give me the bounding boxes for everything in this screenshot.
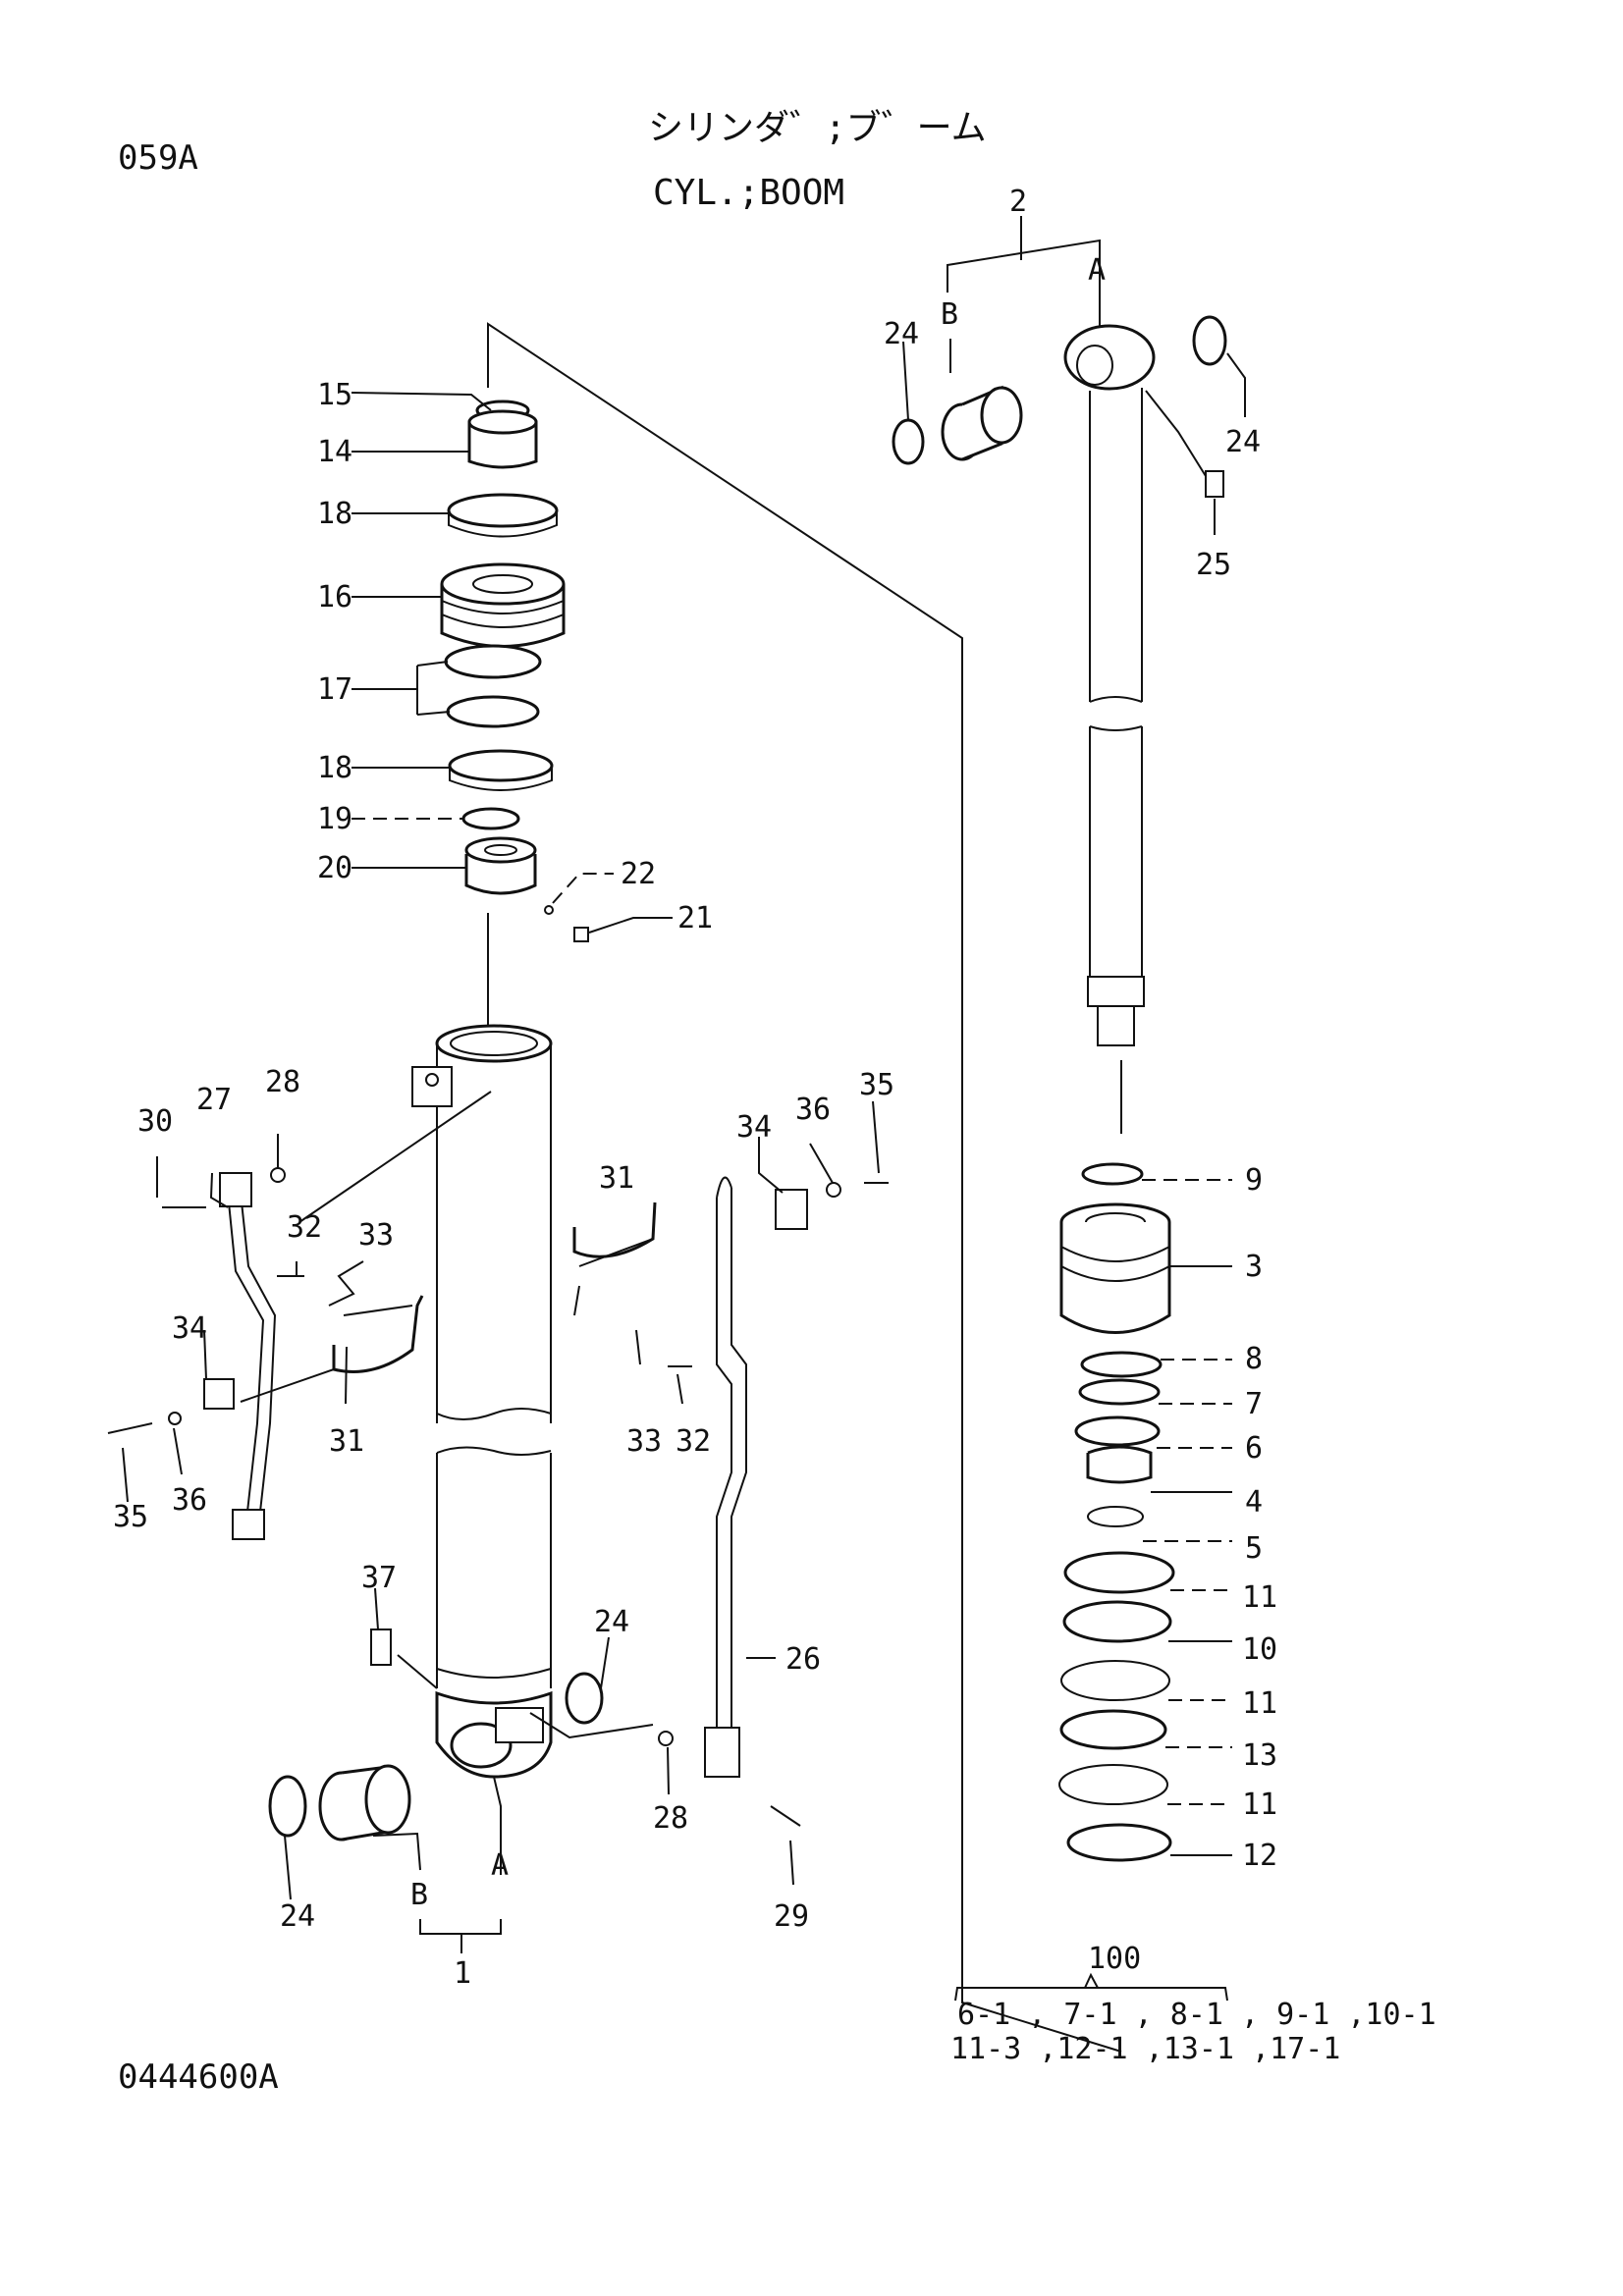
callout-34-left: 34 (172, 1311, 207, 1346)
callout-14: 14 (317, 435, 352, 469)
callout-3: 3 (1245, 1250, 1263, 1284)
callout-34-right: 34 (736, 1110, 772, 1145)
callout-35-left: 35 (113, 1500, 148, 1534)
title-english: CYL.;BOOM (653, 173, 844, 213)
callout-24-bottom: 24 (280, 1899, 315, 1934)
callout-33-right: 33 (626, 1424, 662, 1459)
seal-stack (1058, 1351, 1175, 1862)
part-24-ring-bottom-right (565, 1672, 604, 1725)
callout-24-top-left: 24 (884, 317, 919, 351)
right-pipe-26 (704, 1176, 747, 1778)
title-japanese: シリンダ゛;ブ゛ーム (648, 108, 987, 148)
part-19-ring (461, 807, 520, 830)
callout-24-top-right: 24 (1225, 425, 1261, 459)
callout-1: 1 (454, 1956, 471, 1991)
part-9-ring (1081, 1162, 1144, 1186)
callout-a-bottom: A (491, 1848, 509, 1883)
callout-29: 29 (774, 1899, 809, 1934)
part-18-ring (447, 493, 559, 538)
part-25-grease-fitting (1205, 470, 1224, 498)
kit-contents-line1: 6-1 , 7-1 , 8-1 , 9-1 ,10-1 (957, 1998, 1436, 2032)
page-code: 059A (118, 138, 198, 178)
part-24-ring-top-right (1192, 315, 1227, 366)
part-24-ring-top-left (892, 418, 925, 465)
right-clamp-31 (572, 1201, 657, 1316)
part-21-22-setscrew (544, 905, 589, 942)
callout-19: 19 (317, 802, 352, 836)
left-pipe (219, 1172, 277, 1540)
callout-28-upper: 28 (265, 1065, 300, 1099)
part-37-grease-fitting (370, 1629, 392, 1666)
callout-6: 6 (1245, 1431, 1263, 1466)
part-16-piston (440, 562, 566, 648)
callout-24-mid: 24 (594, 1605, 629, 1639)
part-15-14-nut (467, 400, 538, 469)
callout-b-bottom: B (410, 1878, 428, 1912)
callout-35-right: 35 (859, 1068, 894, 1102)
callout-37: 37 (361, 1561, 397, 1595)
rod-assembly (1063, 324, 1156, 1046)
drawing-number: 0444600A (118, 2057, 279, 2097)
callout-4: 4 (1245, 1485, 1263, 1520)
callout-b-top: B (941, 297, 958, 332)
callout-12: 12 (1242, 1839, 1277, 1873)
kit-number: 100 (1088, 1942, 1141, 1976)
callout-20: 20 (317, 851, 352, 885)
part-34-block-left (203, 1378, 235, 1410)
part-20-nut (464, 836, 537, 895)
callout-8: 8 (1245, 1342, 1263, 1376)
left-clamp-31 (332, 1295, 424, 1373)
callout-25: 25 (1196, 548, 1231, 582)
cylinder-tube (411, 1024, 553, 1779)
callout-10: 10 (1242, 1632, 1277, 1667)
callout-18: 18 (317, 497, 352, 531)
bolts (107, 1167, 889, 1827)
callout-36-left: 36 (172, 1483, 207, 1518)
part-3-rod-cover (1059, 1202, 1171, 1334)
callout-17: 17 (317, 672, 352, 707)
part-b-bushing-bottom (318, 1764, 411, 1842)
part-17-seal-pair (444, 644, 542, 728)
callout-28-lower: 28 (653, 1801, 688, 1836)
assembly-reference-line (487, 322, 1122, 2053)
callout-30: 30 (137, 1104, 173, 1139)
callout-a-top: A (1088, 253, 1106, 288)
leader-lines (122, 216, 1246, 2002)
callout-5: 5 (1245, 1531, 1263, 1566)
part-18-ring-lower (448, 749, 554, 791)
callout-32-left: 32 (287, 1210, 322, 1245)
callout-18-lower: 18 (317, 751, 352, 785)
callout-21: 21 (677, 901, 713, 935)
callout-32-right: 32 (676, 1424, 711, 1459)
callout-36-right: 36 (795, 1093, 831, 1127)
part-24-ring-bottom-left (268, 1775, 307, 1838)
callout-2: 2 (1009, 185, 1027, 219)
callout-11-b: 11 (1242, 1686, 1277, 1721)
callout-11-c: 11 (1242, 1788, 1277, 1822)
callout-31-right: 31 (599, 1161, 634, 1196)
callout-22: 22 (621, 857, 656, 891)
callout-26: 26 (785, 1642, 821, 1677)
callout-16: 16 (317, 580, 352, 614)
callout-15: 15 (317, 378, 352, 412)
callout-27: 27 (196, 1083, 232, 1117)
part-b-bushing-top (941, 385, 1023, 461)
callout-31-left: 31 (329, 1424, 364, 1459)
kit-contents-line2: 11-3 ,12-1 ,13-1 ,17-1 (950, 2032, 1340, 2066)
callout-13: 13 (1242, 1738, 1277, 1773)
callout-9: 9 (1245, 1163, 1263, 1198)
callout-11-a: 11 (1242, 1580, 1277, 1615)
callout-7: 7 (1245, 1387, 1263, 1421)
part-34-block-right (775, 1189, 808, 1230)
callout-33-left: 33 (358, 1218, 394, 1253)
callout-labels: 15 14 18 16 17 18 19 20 22 21 2 A B 24 2… (113, 185, 1436, 2066)
